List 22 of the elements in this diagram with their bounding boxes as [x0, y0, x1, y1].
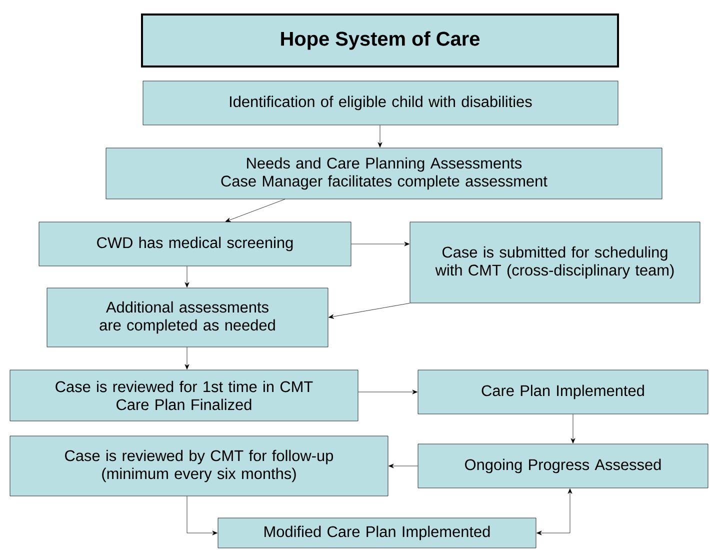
arrow: [328, 302, 410, 319]
title-box: Hope System of Care: [141, 14, 619, 68]
process-box: Needs and Care Planning Assessments Case Manager facilitates complete assessment: [106, 148, 662, 200]
arrow: [388, 464, 418, 468]
process-box: Care Plan Implemented: [418, 370, 708, 414]
process-box: Identification of eligible child with disabilities: [142, 80, 618, 126]
arrow: [186, 496, 218, 536]
arrow: [184, 266, 190, 288]
arrow: [225, 198, 286, 222]
process-box: Case is submitted for scheduling with CMT (cross-disciplinary team): [410, 222, 700, 304]
process-box: Additional assessments are completed as needed: [46, 288, 328, 348]
arrow: [378, 124, 382, 148]
arrow: [570, 414, 576, 444]
arrow: [351, 242, 410, 246]
arrow: [358, 390, 418, 394]
arrow: [184, 346, 190, 370]
process-box: Ongoing Progress Assessed: [418, 444, 708, 488]
process-box: CWD has medical screening: [38, 222, 352, 266]
process-box: Case is reviewed by CMT for follow-up (minimum every six months): [10, 436, 388, 496]
arrow: [536, 488, 572, 536]
process-box: Modified Care Plan Implemented: [218, 518, 536, 548]
process-box: Case is reviewed for 1st time in CMT Care Plan Finalized: [10, 370, 358, 422]
